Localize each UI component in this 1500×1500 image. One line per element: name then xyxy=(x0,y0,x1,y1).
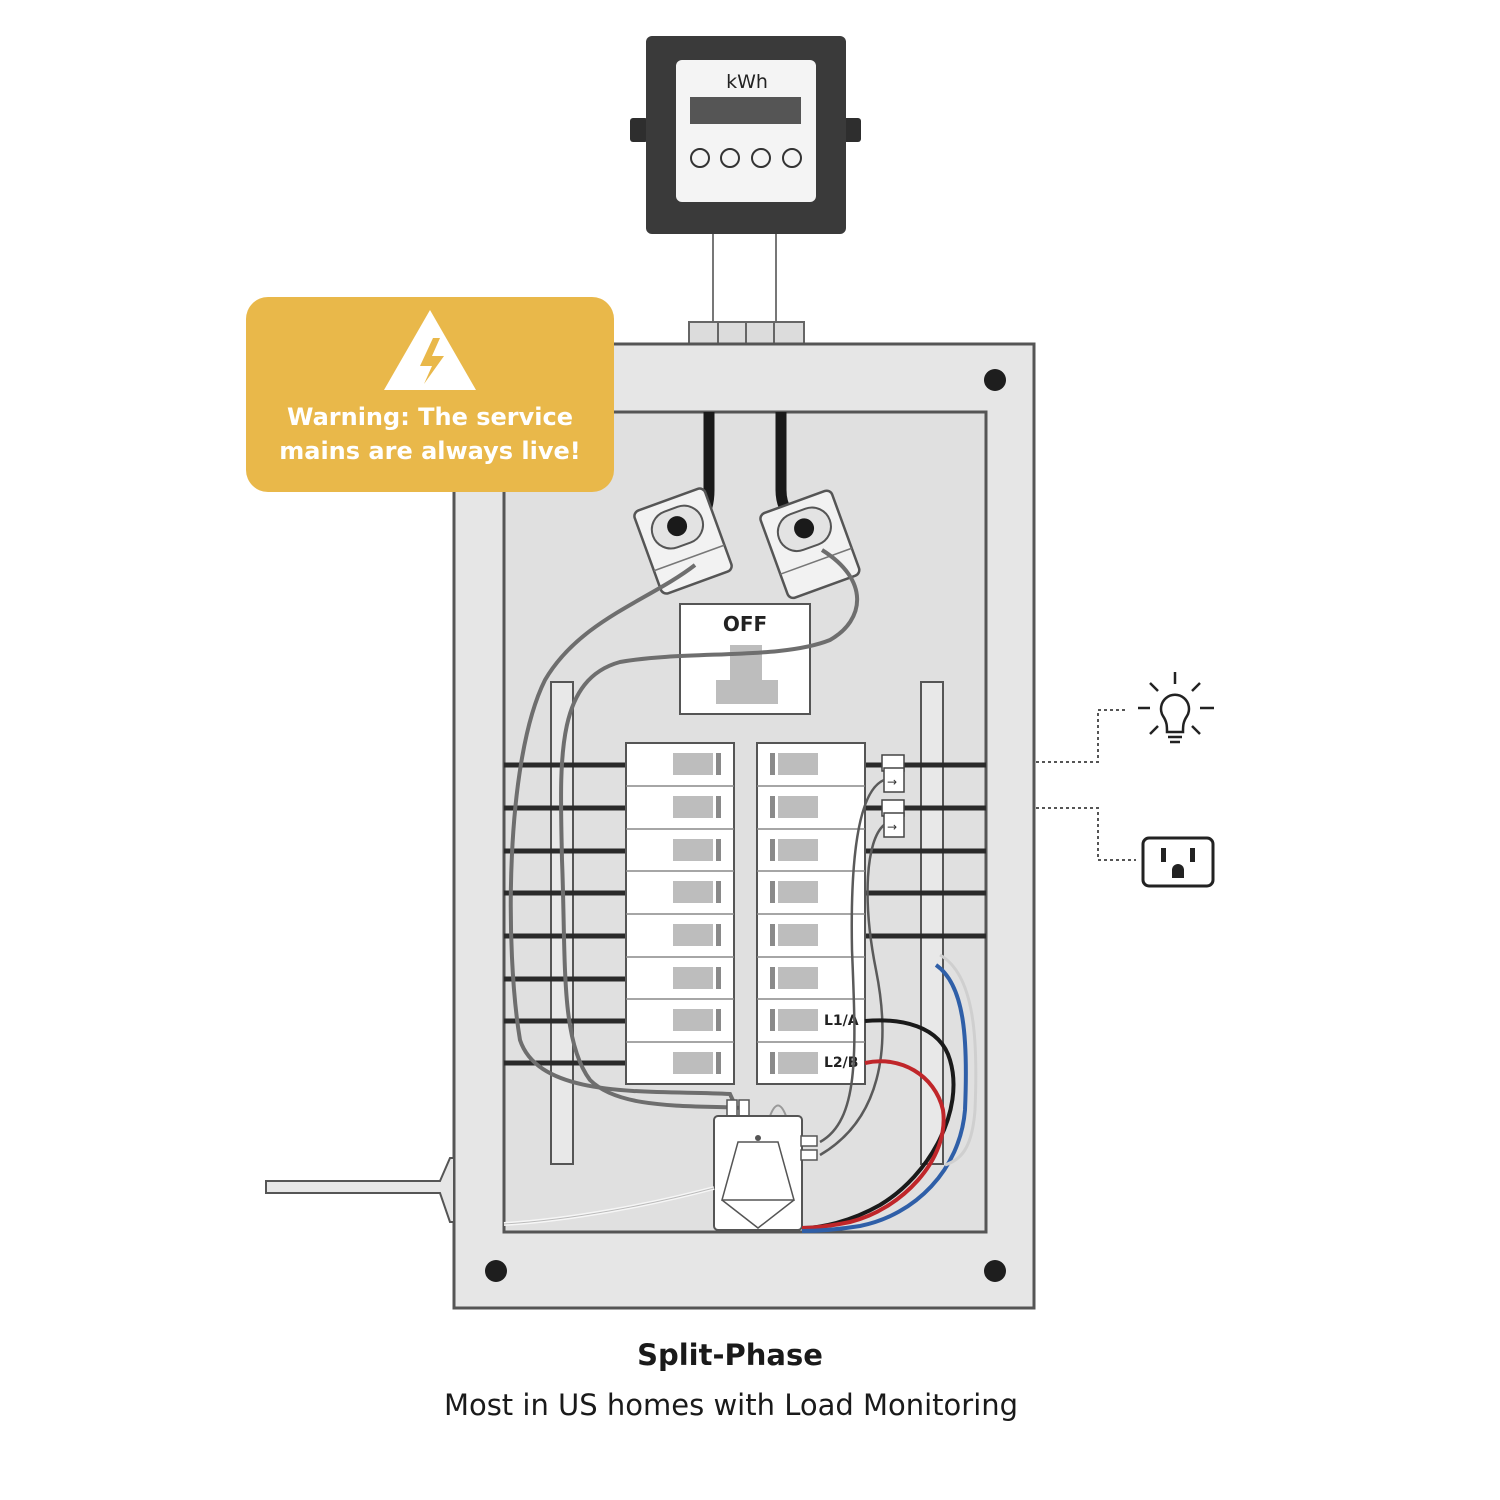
bus-bar-right xyxy=(920,681,944,1165)
breaker-column-left xyxy=(625,742,735,1085)
meter-side-knob-left xyxy=(630,118,648,142)
main-ct-clamp-left xyxy=(633,487,733,595)
main-ct-clamp-right xyxy=(759,489,861,600)
meter-display xyxy=(690,97,801,124)
breaker-handle xyxy=(778,1009,818,1031)
ct-lead-right xyxy=(559,548,860,1110)
panel-inner-frame xyxy=(502,410,988,1234)
kwh-meter: kWh xyxy=(630,36,861,234)
meter-dial-3 xyxy=(751,148,771,168)
breaker-handle xyxy=(673,839,713,861)
breaker-handle xyxy=(673,1052,713,1074)
light-circuit-line xyxy=(1036,709,1128,763)
meter-dial-4 xyxy=(782,148,802,168)
breaker-handle xyxy=(778,796,818,818)
warning-message: Warning: The service mains are always li… xyxy=(246,400,614,468)
ct-lead-left xyxy=(508,563,737,1106)
light-bulb-icon xyxy=(1138,672,1214,744)
panel-screw-bottom-left xyxy=(485,1260,507,1282)
branch-wires-right xyxy=(865,762,986,939)
warning-line-2: mains are always live! xyxy=(279,437,581,465)
meter-dial-2 xyxy=(720,148,740,168)
breaker-label-l2: L2/B xyxy=(824,1055,858,1071)
warning-box xyxy=(246,297,614,492)
wifi-icon xyxy=(755,1135,761,1141)
outlet-icon xyxy=(1141,836,1215,888)
breaker-handle xyxy=(673,1009,713,1031)
svg-text:→: → xyxy=(887,775,897,789)
breaker-handle xyxy=(673,796,713,818)
breaker-handle xyxy=(673,753,713,775)
high-voltage-warning-icon xyxy=(384,310,476,390)
branch-ct-lead-1 xyxy=(819,778,885,1144)
meter-side-knob-right xyxy=(843,118,861,142)
load-connections xyxy=(1036,672,1215,888)
branch-ct-clamp-1: → xyxy=(881,754,905,793)
breaker-handle xyxy=(778,881,818,903)
breaker-column-right: L1/A L2/B xyxy=(756,742,866,1085)
main-breaker-state: OFF xyxy=(723,612,767,636)
ground-lead xyxy=(939,953,978,1167)
voltage-lead-l2 xyxy=(801,1059,946,1230)
branch-wires-left xyxy=(504,762,628,1066)
svg-text:→: → xyxy=(887,820,897,834)
panel-screw-bottom-right xyxy=(984,1260,1006,1282)
branch-ct-clamp-2: → xyxy=(881,799,905,838)
meter-unit-label: kWh xyxy=(726,71,768,93)
warning-line-1: Warning: The service xyxy=(286,403,574,431)
breaker-handle xyxy=(778,1052,818,1074)
breaker-handle xyxy=(778,839,818,861)
caption-subtitle: Most in US homes with Load Monitoring xyxy=(443,1388,1019,1422)
breaker-label-l1: L1/A xyxy=(824,1013,859,1029)
meter-face xyxy=(676,60,816,202)
breaker-panel: L1/A L2/B → → xyxy=(265,342,1036,1310)
breaker-handle xyxy=(673,924,713,946)
branch-ct-lead-2 xyxy=(819,824,885,1157)
warning-callout xyxy=(246,297,614,492)
meter-dial-1 xyxy=(690,148,710,168)
service-conduit xyxy=(688,234,805,347)
main-breaker: OFF xyxy=(679,603,811,715)
breaker-handle xyxy=(778,967,818,989)
external-probe xyxy=(265,1157,455,1223)
breaker-handle xyxy=(673,881,713,903)
panel-screw-top-right xyxy=(984,369,1006,391)
energy-monitor-device xyxy=(713,1099,818,1231)
breaker-handle xyxy=(778,753,818,775)
breaker-handle xyxy=(673,967,713,989)
outlet-circuit-line xyxy=(1036,807,1136,861)
breaker-handle xyxy=(778,924,818,946)
caption-title: Split-Phase xyxy=(637,1338,823,1372)
